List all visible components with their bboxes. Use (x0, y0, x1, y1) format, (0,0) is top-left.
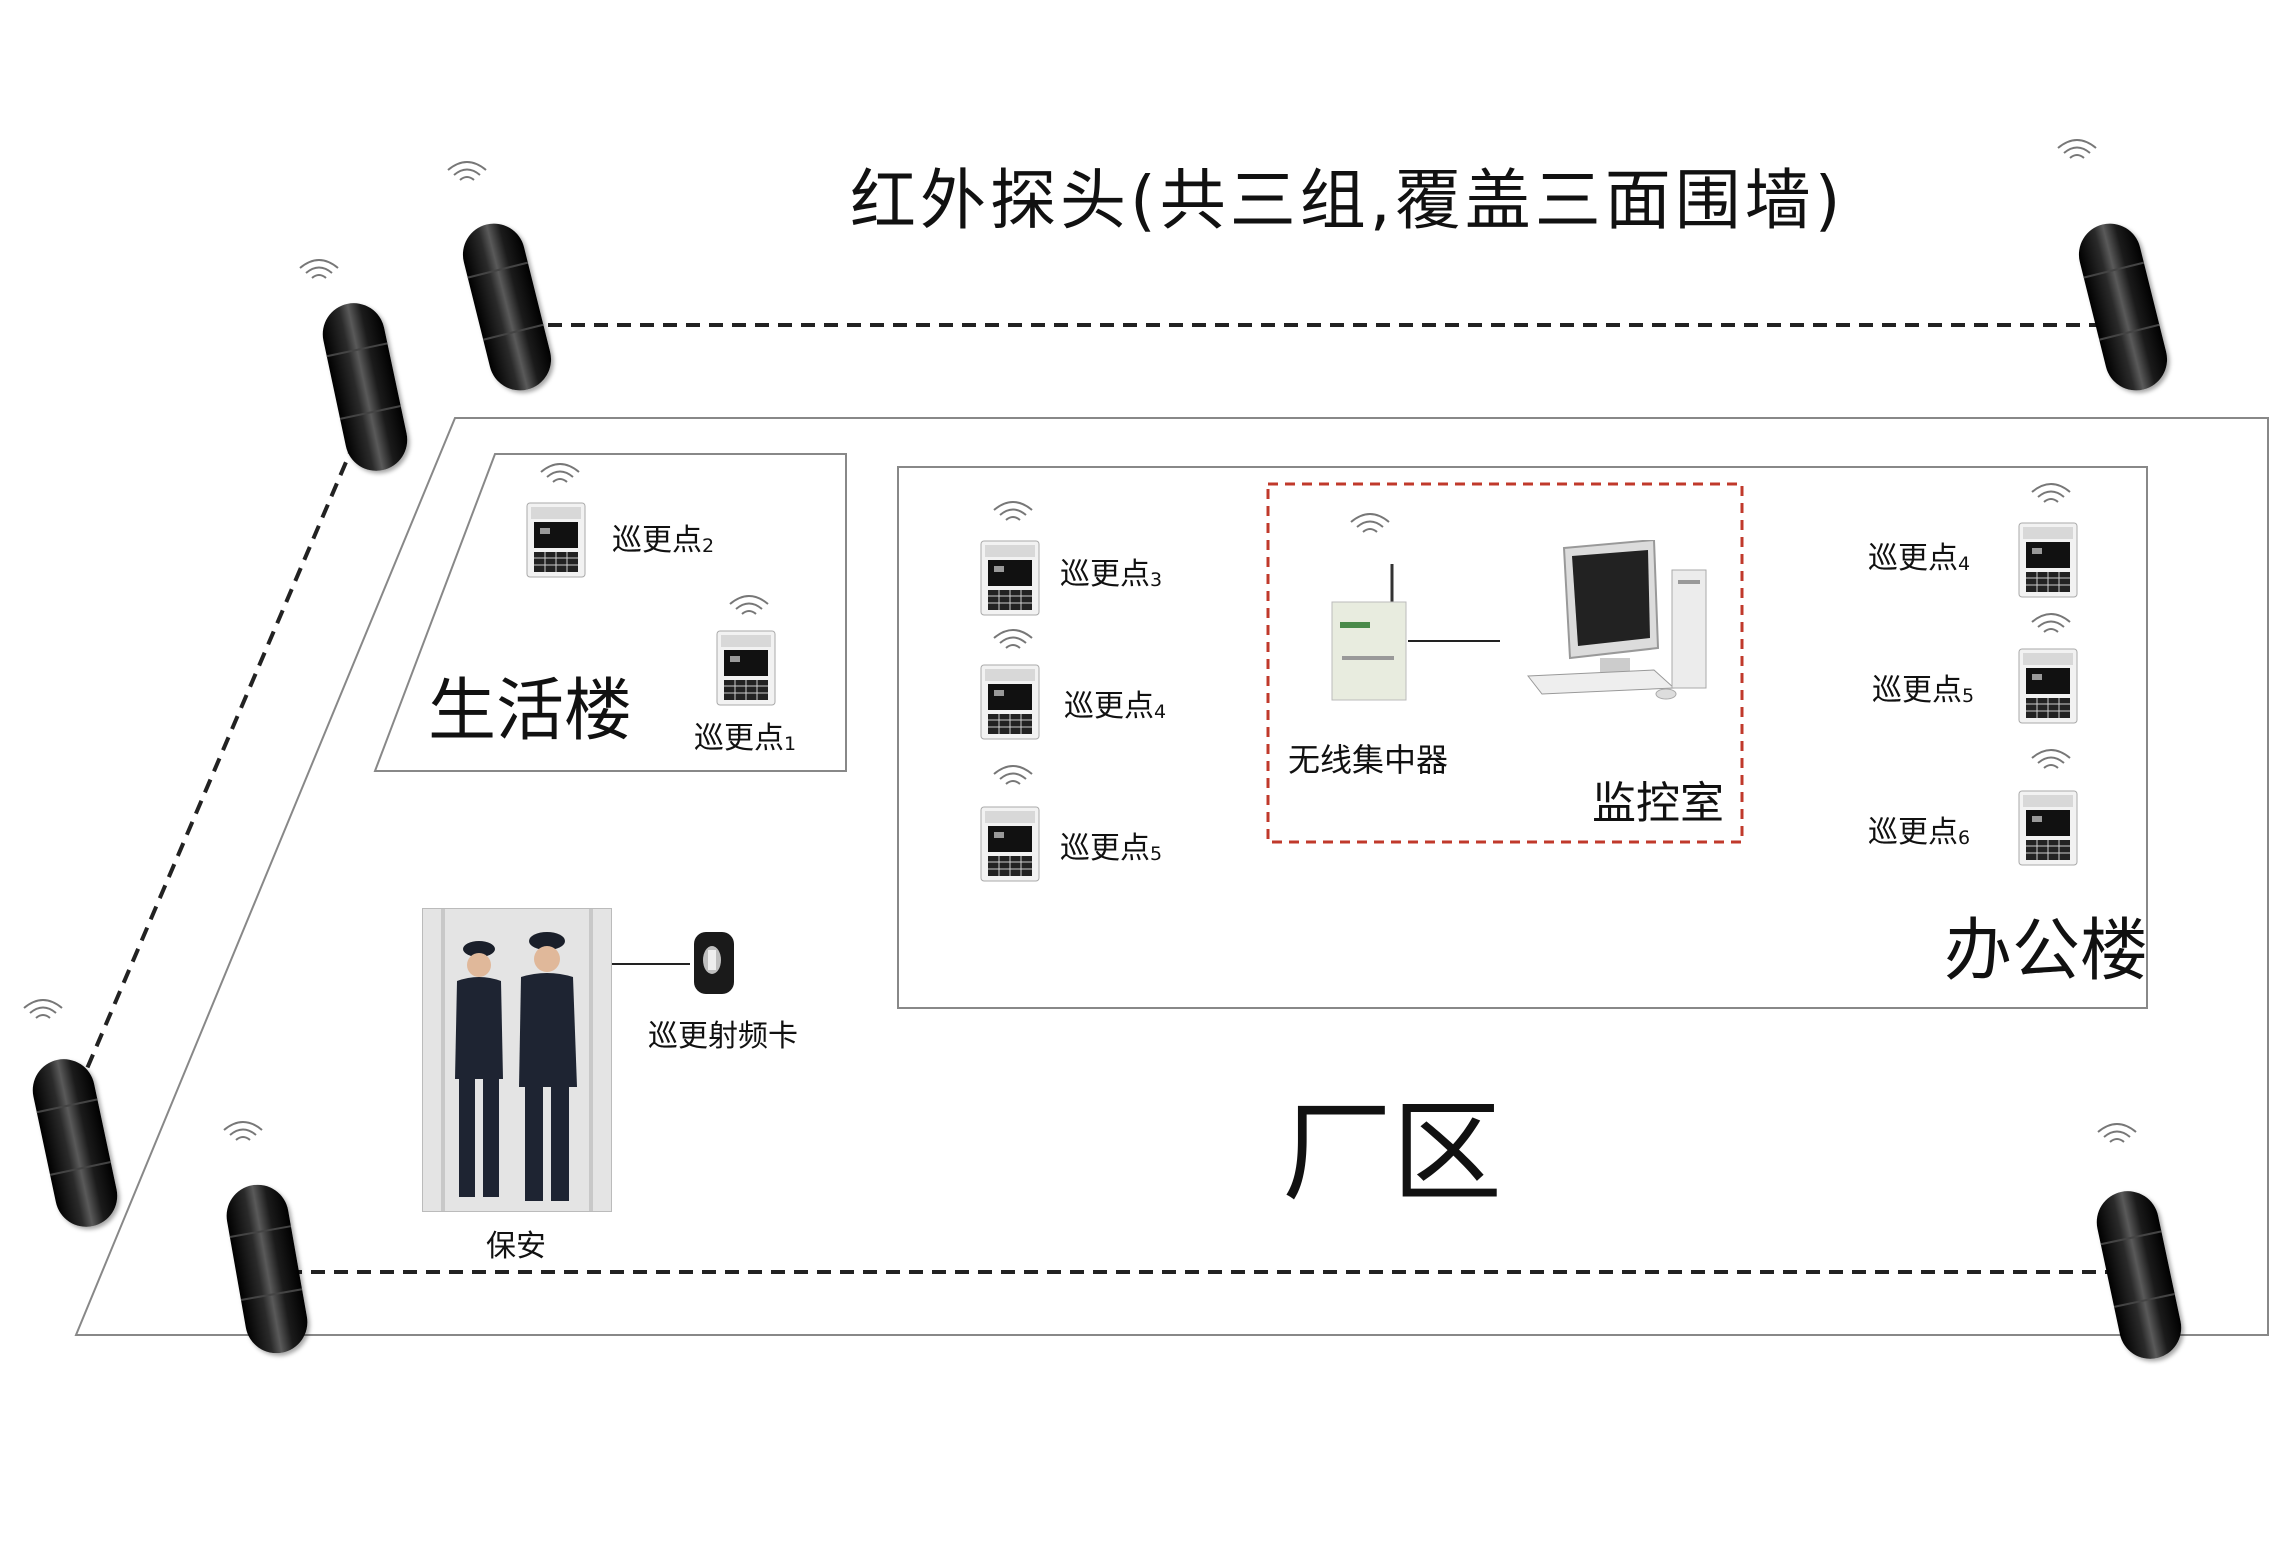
living-building-outline (373, 453, 847, 772)
wireless-signal-icon (2031, 613, 2071, 633)
diagram-title: 红外探头(共三组,覆盖三面围墙) (850, 162, 1845, 239)
patrol-point-label: 巡更点5 (1872, 673, 1975, 708)
office-building-label: 办公楼 (1944, 912, 2149, 991)
wireless-signal-icon (2031, 483, 2071, 503)
infrared-beam-left (78, 419, 366, 1086)
monitor-room-label: 监控室 (1592, 778, 1724, 829)
wireless-signal-icon (23, 999, 63, 1019)
security-label: 保安 (486, 1229, 546, 1264)
patrol-reader-icon (980, 806, 1040, 882)
rf-card-icon (694, 932, 734, 994)
patrol-reader-icon (2018, 522, 2078, 598)
concentrator-label: 无线集中器 (1288, 741, 1449, 779)
wireless-signal-icon (2057, 139, 2097, 159)
wireless-signal-icon (540, 463, 580, 483)
office-building-outline (897, 466, 2148, 1009)
patrol-reader-icon (980, 664, 1040, 740)
patrol-point-label: 巡更点4 (1064, 689, 1167, 724)
wireless-signal-icon (223, 1121, 263, 1141)
patrol-point-label: 巡更点4 (1868, 541, 1971, 576)
factory-outline (74, 417, 2269, 1336)
wireless-signal-icon (2031, 749, 2071, 769)
wireless-signal-icon (729, 595, 769, 615)
concentrator-icon (1331, 564, 1407, 701)
security-guard-photo (422, 908, 612, 1212)
factory-label: 厂区 (1282, 1089, 1502, 1217)
patrol-point-label: 巡更点3 (1060, 557, 1163, 592)
patrol-reader-icon (526, 502, 586, 578)
patrol-point-label: 巡更点1 (694, 721, 797, 756)
wireless-signal-icon (993, 629, 1033, 649)
rf-card-label: 巡更射频卡 (648, 1019, 798, 1054)
wireless-signal-icon (447, 161, 487, 181)
wireless-signal-icon (299, 259, 339, 279)
patrol-point-label: 巡更点5 (1060, 831, 1163, 866)
patrol-point-label: 巡更点2 (612, 523, 715, 558)
wireless-signal-icon (993, 765, 1033, 785)
patrol-point-label: 巡更点6 (1868, 815, 1971, 850)
wireless-signal-icon (2097, 1123, 2137, 1143)
living-building-label: 生活楼 (428, 672, 633, 751)
wireless-signal-icon (1350, 513, 1390, 533)
patrol-reader-icon (2018, 790, 2078, 866)
patrol-reader-icon (716, 630, 776, 706)
patrol-reader-icon (2018, 648, 2078, 724)
monitor-room-outline (1266, 482, 1744, 844)
computer-icon (1527, 540, 1707, 700)
patrol-reader-icon (980, 540, 1040, 616)
wireless-signal-icon (993, 501, 1033, 521)
